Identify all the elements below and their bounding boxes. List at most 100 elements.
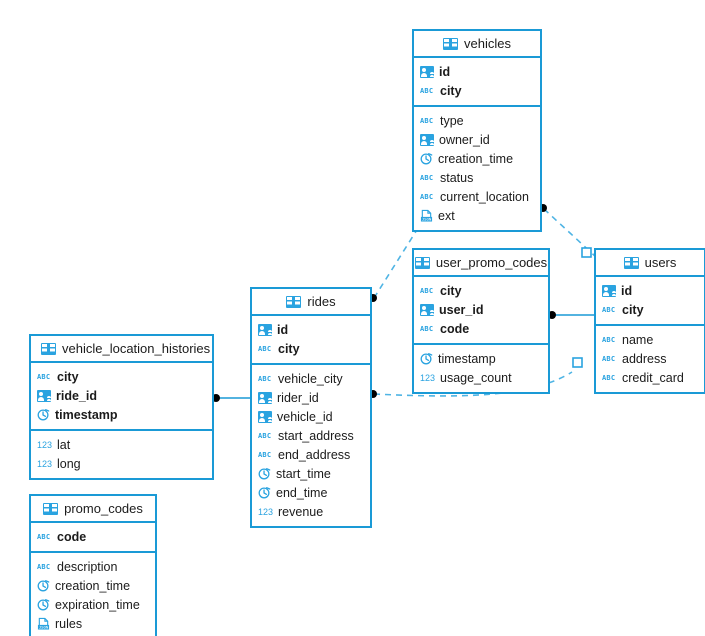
columns-section: ABC vehicle_city rider_id vehicle_id ABC… [252, 363, 370, 526]
field-label: start_address [278, 428, 354, 443]
field-row[interactable]: owner_id [414, 130, 540, 149]
number-icon: 123 [37, 458, 53, 469]
field-label: rules [55, 616, 83, 631]
field-row[interactable]: ABC city [252, 339, 370, 358]
field-label: expiration_time [55, 597, 140, 612]
abc-icon: ABC [37, 562, 51, 571]
field-row[interactable]: ABC credit_card [596, 368, 704, 387]
field-row[interactable]: ABC city [414, 81, 540, 100]
field-row[interactable]: 123 long [31, 454, 212, 473]
field-row[interactable]: id [252, 320, 370, 339]
field-row[interactable]: ABC name [596, 330, 704, 349]
abc-icon: ABC [420, 324, 434, 333]
field-row[interactable]: rider_id [252, 388, 370, 407]
field-row[interactable]: ABC current_location [414, 187, 540, 206]
abc-icon: ABC [258, 431, 272, 440]
field-label: status [440, 170, 474, 185]
entity-header: user_promo_codes [414, 250, 548, 277]
field-label: id [439, 64, 451, 79]
entity-header: vehicle_location_histories [31, 336, 212, 363]
field-row[interactable]: vehicle_id [252, 407, 370, 426]
field-label: revenue [278, 504, 324, 519]
abc-icon: ABC [602, 335, 616, 344]
entity-header: vehicles [414, 31, 540, 58]
field-label: city [57, 369, 79, 384]
field-label: code [57, 529, 87, 544]
field-row[interactable]: timestamp [31, 405, 212, 424]
field-row[interactable]: ride_id [31, 386, 212, 405]
abc-icon: ABC [420, 286, 434, 295]
field-label: code [440, 321, 470, 336]
id-icon [420, 65, 434, 78]
field-row[interactable]: ABC description [31, 557, 155, 576]
abc-icon: ABC [602, 305, 616, 314]
relationship-vehiclelocationhistories-rides[interactable] [212, 394, 250, 402]
clock-icon [420, 152, 433, 165]
field-row[interactable]: ABC city [596, 300, 704, 319]
field-label: end_address [278, 447, 351, 462]
id-icon [258, 391, 272, 404]
field-label: vehicle_id [277, 409, 333, 424]
field-row[interactable]: ABC code [31, 527, 155, 546]
field-row[interactable]: expiration_time [31, 595, 155, 614]
field-row[interactable]: JSON rules [31, 614, 155, 633]
field-row[interactable]: ABC address [596, 349, 704, 368]
field-label: rider_id [277, 390, 319, 405]
field-row[interactable]: id [414, 62, 540, 81]
json-icon: JSON [37, 617, 50, 630]
columns-section: ABC name ABC address ABC credit_card [596, 324, 704, 392]
relationship-userpromocodes-users[interactable] [548, 311, 594, 319]
clock-icon [258, 467, 271, 480]
field-row[interactable]: id [596, 281, 704, 300]
field-row[interactable]: 123 lat [31, 435, 212, 454]
field-row[interactable]: 123 revenue [252, 502, 370, 521]
field-row[interactable]: ABC city [31, 367, 212, 386]
entity-vehicles[interactable]: vehicles id ABC city ABC type owner_id [412, 29, 542, 232]
field-label: creation_time [55, 578, 131, 593]
entity-title: user_promo_codes [435, 255, 548, 270]
field-row[interactable]: creation_time [414, 149, 540, 168]
abc-icon: ABC [420, 116, 434, 125]
primary-key-section: id ABC city [596, 277, 704, 324]
abc-icon: ABC [258, 344, 272, 353]
field-row[interactable]: ABC start_address [252, 426, 370, 445]
field-label: current_location [440, 189, 529, 204]
entity-rides[interactable]: rides id ABC city ABC vehicle_city rider… [250, 287, 372, 528]
field-row[interactable]: 123 usage_count [414, 368, 548, 387]
field-row[interactable]: ABC type [414, 111, 540, 130]
field-row[interactable]: ABC city [414, 281, 548, 300]
entity-users[interactable]: users id ABC city ABC name ABC address A… [594, 248, 705, 394]
field-row[interactable]: start_time [252, 464, 370, 483]
entity-promo-codes[interactable]: promo_codes ABC code ABC description cre… [29, 494, 157, 636]
columns-section: ABC description creation_time expiration… [31, 551, 155, 636]
columns-section: timestamp 123 usage_count [414, 343, 548, 392]
entity-user-promo-codes[interactable]: user_promo_codes ABC city user_id ABC co… [412, 248, 550, 394]
primary-key-section: ABC city ride_id timestamp [31, 363, 212, 429]
number-icon: 123 [258, 506, 274, 517]
field-row[interactable]: end_time [252, 483, 370, 502]
field-row[interactable]: user_id [414, 300, 548, 319]
svg-text:JSON: JSON [39, 625, 49, 630]
field-label: creation_time [438, 151, 514, 166]
table-icon [43, 502, 59, 515]
field-row[interactable]: ABC vehicle_city [252, 369, 370, 388]
columns-section: ABC type owner_id creation_time ABC stat… [414, 105, 540, 230]
field-row[interactable]: ABC status [414, 168, 540, 187]
id-icon [420, 133, 434, 146]
abc-icon: ABC [420, 86, 434, 95]
id-icon [37, 389, 51, 402]
field-row[interactable]: ABC code [414, 319, 548, 338]
clock-icon [37, 408, 50, 421]
field-row[interactable]: timestamp [414, 349, 548, 368]
abc-icon: ABC [420, 192, 434, 201]
field-label: owner_id [439, 132, 490, 147]
abc-icon: ABC [602, 373, 616, 382]
entity-vehicle-location-histories[interactable]: vehicle_location_histories ABC city ride… [29, 334, 214, 480]
field-label: user_id [439, 302, 484, 317]
id-icon [258, 323, 272, 336]
field-row[interactable]: ABC end_address [252, 445, 370, 464]
field-row[interactable]: JSON ext [414, 206, 540, 225]
field-row[interactable]: creation_time [31, 576, 155, 595]
number-icon: 123 [37, 439, 53, 450]
